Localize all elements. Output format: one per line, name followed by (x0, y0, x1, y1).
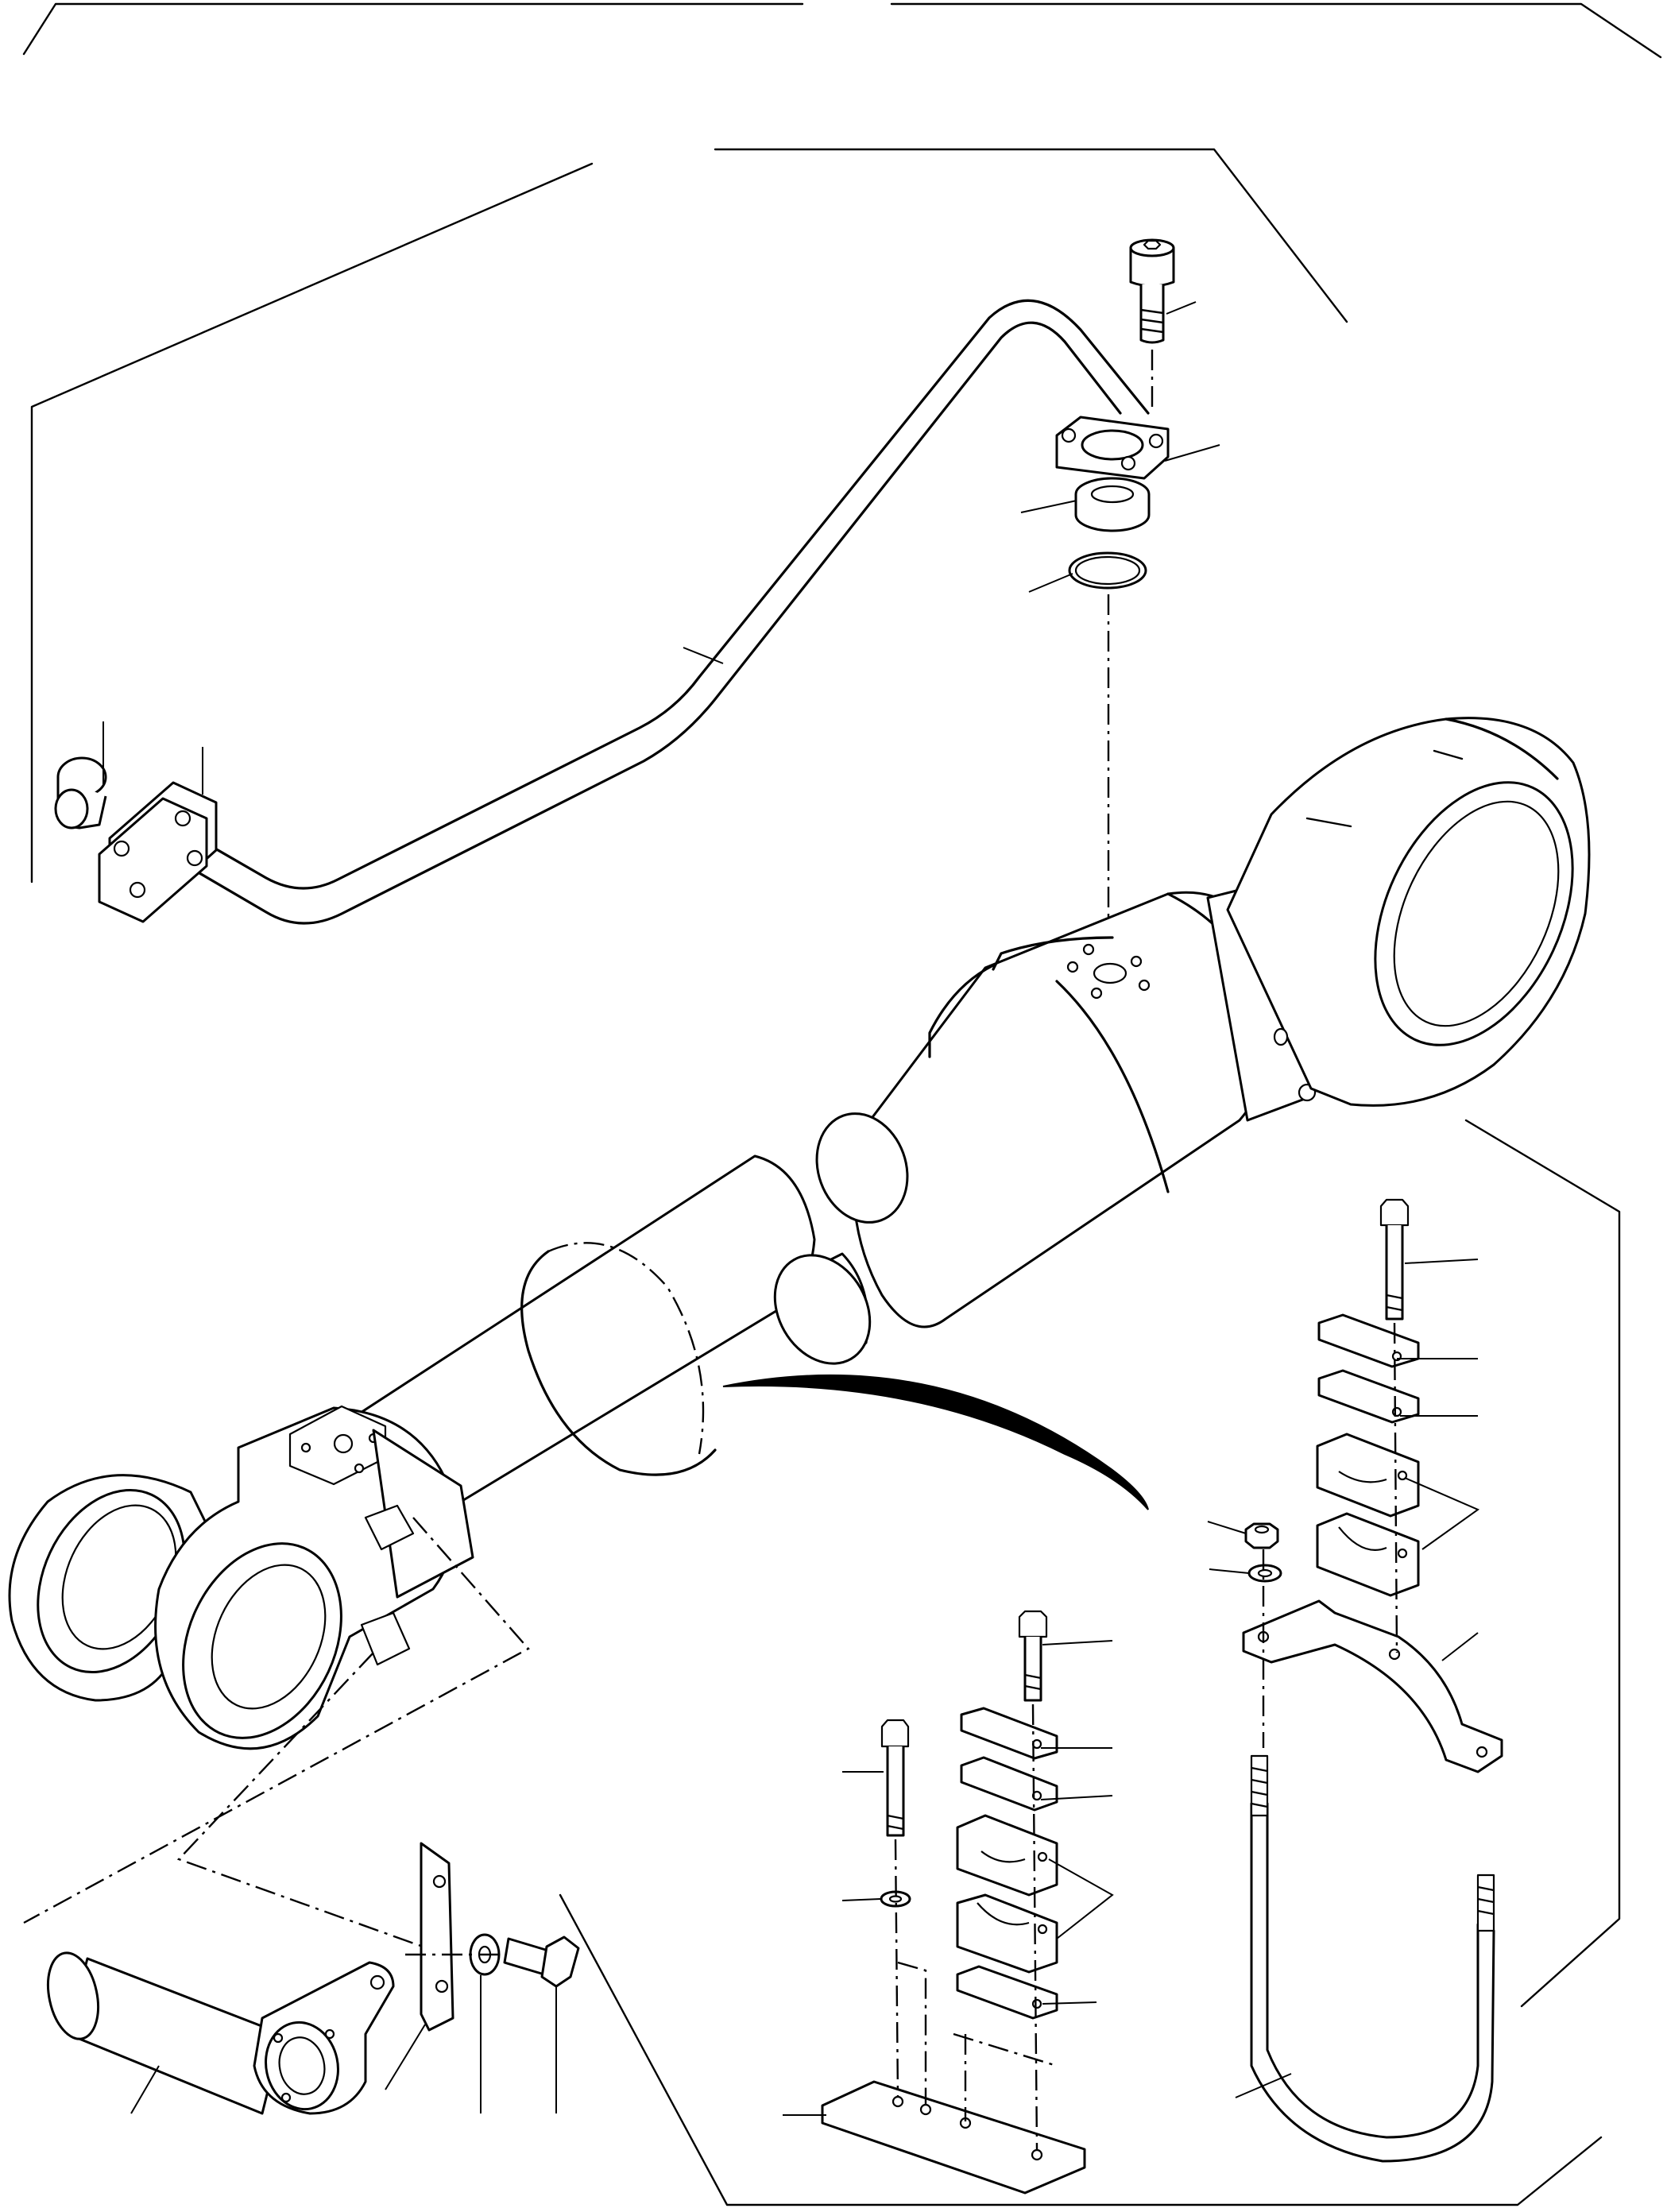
lock-plate (420, 1842, 454, 2032)
clamp-block-lower (956, 1893, 1058, 1974)
callout-leaders (102, 301, 1480, 2116)
cylinder-rod-stub (773, 1252, 872, 1365)
group-border-hose (30, 148, 1348, 884)
tube-flange-left (98, 781, 218, 923)
axis-clevis-pin (23, 1517, 530, 1956)
axis-clamp-bolts (894, 1703, 1058, 2150)
u-bolt-saddle (1242, 1599, 1503, 1773)
lock-nut (1244, 1522, 1279, 1549)
right-clamp-bolt (1379, 1198, 1410, 1321)
right-clamp-plate-second (1317, 1369, 1420, 1424)
clamp-block-upper (956, 1814, 1058, 1897)
o-ring (1068, 551, 1147, 590)
page-frame-top (22, 2, 1662, 59)
clamp-plate-bottom (956, 1965, 1058, 2020)
clamp-plate-second (960, 1756, 1058, 1812)
lock-washer (1247, 1564, 1282, 1583)
group-border-brackets (559, 1119, 1621, 2206)
clevis-pin (47, 1951, 395, 2115)
plug-cap (54, 756, 107, 830)
curved-arrow (722, 1374, 1149, 1510)
clamp-bolt-long (1018, 1610, 1048, 1702)
clamp-plate-top (960, 1707, 1058, 1760)
clamp-base-plate (821, 2080, 1086, 2195)
cylinder-head (815, 891, 1277, 1328)
tube-flange-top (1055, 416, 1170, 480)
clamp-bolt-short (880, 1719, 910, 1837)
pin-bolt (503, 1936, 580, 1988)
flange-bolt (1129, 238, 1175, 344)
hydraulic-tube (151, 299, 1150, 925)
right-clamp-block-lower (1316, 1512, 1420, 1597)
flange-spacer (1074, 477, 1151, 532)
right-clamp-block-upper (1316, 1433, 1420, 1518)
rod-eye (1226, 717, 1591, 1107)
axis-right-clamp (1262, 1322, 1398, 1748)
u-bolt (1250, 1754, 1495, 2163)
base-clevis (8, 1405, 474, 1750)
